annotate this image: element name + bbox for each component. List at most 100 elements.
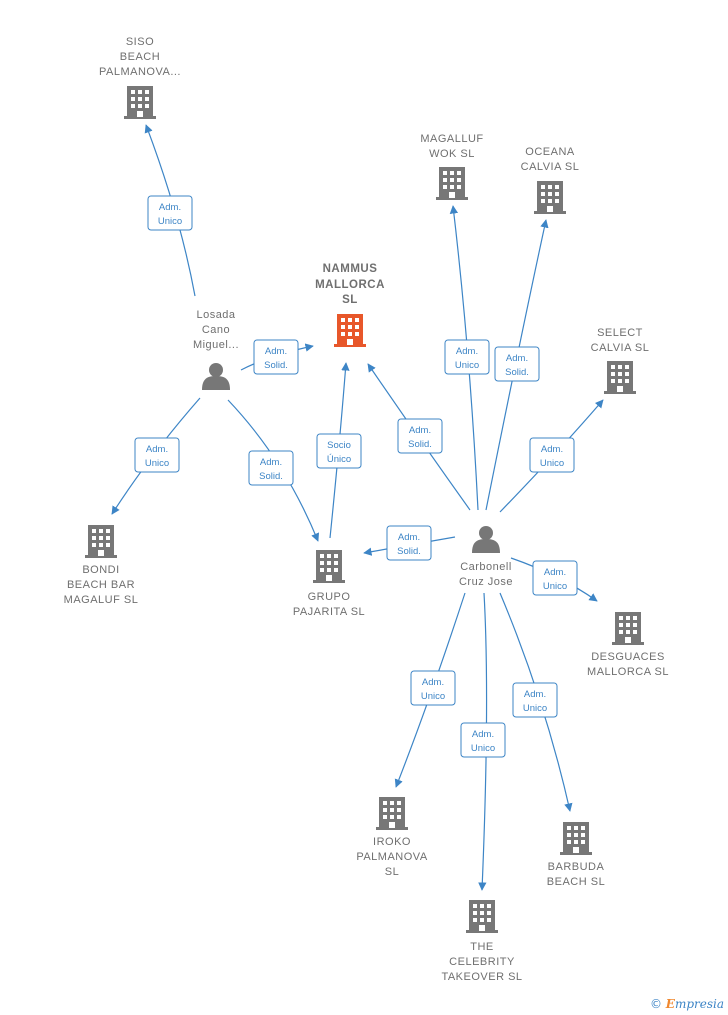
building-icon[interactable] bbox=[376, 797, 408, 830]
edge-label-box bbox=[460, 722, 506, 758]
node-label: PALMANOVA... bbox=[99, 66, 181, 78]
node-label: Cano bbox=[202, 324, 230, 336]
node-label: SL bbox=[342, 294, 358, 306]
person-icon[interactable] bbox=[202, 363, 230, 390]
edge-label-text: Solid. bbox=[397, 546, 421, 557]
node-grupo[interactable]: GRUPO PAJARITA SL bbox=[293, 550, 365, 618]
building-icon[interactable] bbox=[466, 900, 498, 933]
edge-label-text: Unico bbox=[145, 458, 169, 469]
node-label: SL bbox=[385, 866, 399, 878]
edge-label-text: Adm. bbox=[506, 353, 528, 364]
building-icon[interactable] bbox=[334, 314, 366, 347]
edge-label-box bbox=[410, 670, 456, 706]
edge-label-text: Adm. bbox=[398, 532, 420, 543]
node-iroko[interactable]: IROKO PALMANOVA SL bbox=[356, 797, 427, 878]
building-icon[interactable] bbox=[534, 181, 566, 214]
node-label: WOK SL bbox=[429, 148, 475, 160]
person-icon[interactable] bbox=[472, 526, 500, 553]
edge-label-text: Unico bbox=[523, 703, 547, 714]
edge-label-box bbox=[248, 450, 294, 486]
edge-label-text: Adm. bbox=[146, 444, 168, 455]
edge-label-text: Unico bbox=[540, 458, 564, 469]
edge-label-text: Adm. bbox=[260, 457, 282, 468]
building-icon[interactable] bbox=[612, 612, 644, 645]
edge-label-box bbox=[147, 195, 193, 231]
edge-label-text: Adm. bbox=[456, 346, 478, 357]
edge-label-text: Adm. bbox=[524, 689, 546, 700]
node-label: SISO bbox=[126, 36, 154, 48]
building-icon[interactable] bbox=[560, 822, 592, 855]
building-icon[interactable] bbox=[124, 86, 156, 119]
node-label: NAMMUS bbox=[323, 263, 378, 275]
node-label: CALVIA SL bbox=[591, 342, 650, 354]
edge-label-box bbox=[386, 525, 432, 561]
edge-carbonell-celebrity: Adm. Unico bbox=[460, 592, 506, 891]
building-icon[interactable] bbox=[313, 550, 345, 583]
edge-label-box bbox=[512, 682, 558, 718]
edge-label-text: Adm. bbox=[544, 567, 566, 578]
edge-carbonell-grupo: Adm. Solid. bbox=[363, 525, 456, 561]
edge-label-text: Unico bbox=[455, 360, 479, 371]
edge-label-box bbox=[529, 437, 575, 473]
edge-label-box bbox=[494, 346, 540, 382]
edge-label-text: Adm. bbox=[159, 202, 181, 213]
node-label: Cruz Jose bbox=[459, 576, 513, 588]
node-label: Miguel... bbox=[193, 339, 239, 351]
node-siso[interactable]: SISO BEACH PALMANOVA... bbox=[99, 36, 181, 119]
node-losada[interactable]: LosadaCanoMiguel... bbox=[193, 309, 239, 390]
edge-carbonell-nammus: Adm.Solid. bbox=[367, 363, 471, 511]
edge-label-text: Solid. bbox=[505, 367, 529, 378]
edge-label-text: Adm. bbox=[472, 729, 494, 740]
edge-line bbox=[478, 592, 488, 891]
node-label: CELEBRITY bbox=[449, 956, 515, 968]
edge-label-box bbox=[316, 433, 362, 469]
edge-losada-grupo: Adm. Solid. bbox=[227, 399, 320, 542]
node-label: MALLORCA SL bbox=[587, 666, 669, 678]
node-label: PAJARITA SL bbox=[293, 606, 365, 618]
edge-label-text: Adm. bbox=[422, 677, 444, 688]
brand-initial: E bbox=[665, 997, 675, 1011]
edge-label-text: Adm. bbox=[541, 444, 563, 455]
node-label: BARBUDA bbox=[548, 861, 605, 873]
edge-carbonell-barbuda: Adm. Unico bbox=[499, 592, 573, 812]
edge-carbonell-oceana: Adm. Solid. bbox=[485, 219, 549, 511]
node-label: BEACH bbox=[120, 51, 160, 63]
edge-losada-bondi: Adm. Unico bbox=[111, 397, 201, 515]
edge-label-box bbox=[444, 339, 490, 375]
brand-name: mpresia bbox=[674, 997, 724, 1011]
edge-label-box bbox=[397, 418, 443, 454]
edge-losada-siso: Adm.Unico bbox=[144, 124, 196, 297]
edge-label-text: Unico bbox=[543, 581, 567, 592]
node-label: TAKEOVER SL bbox=[441, 971, 522, 983]
edge-label-box bbox=[532, 560, 578, 596]
building-icon[interactable] bbox=[436, 167, 468, 200]
node-label: Losada bbox=[196, 309, 235, 321]
node-label: OCEANA bbox=[525, 146, 575, 158]
node-desguaces[interactable]: DESGUACES MALLORCA SL bbox=[587, 612, 669, 678]
edge-label-text: Solid. bbox=[259, 471, 283, 482]
edge-label-text: Solid. bbox=[408, 439, 432, 450]
node-label: MAGALUF SL bbox=[64, 594, 139, 606]
building-icon[interactable] bbox=[604, 361, 636, 394]
node-label: GRUPO bbox=[308, 591, 351, 603]
node-label: PALMANOVA bbox=[356, 851, 427, 863]
edge-label-text: Unico bbox=[421, 691, 445, 702]
node-label: IROKO bbox=[373, 836, 411, 848]
node-label: BONDI bbox=[82, 564, 119, 576]
edge-label-text: Unico bbox=[471, 743, 495, 754]
node-label: DESGUACES bbox=[591, 651, 665, 663]
edge-carbonell-select: Adm. Unico bbox=[499, 399, 604, 513]
empresia-logo: © Empresia bbox=[650, 997, 724, 1011]
building-icon[interactable] bbox=[85, 525, 117, 558]
